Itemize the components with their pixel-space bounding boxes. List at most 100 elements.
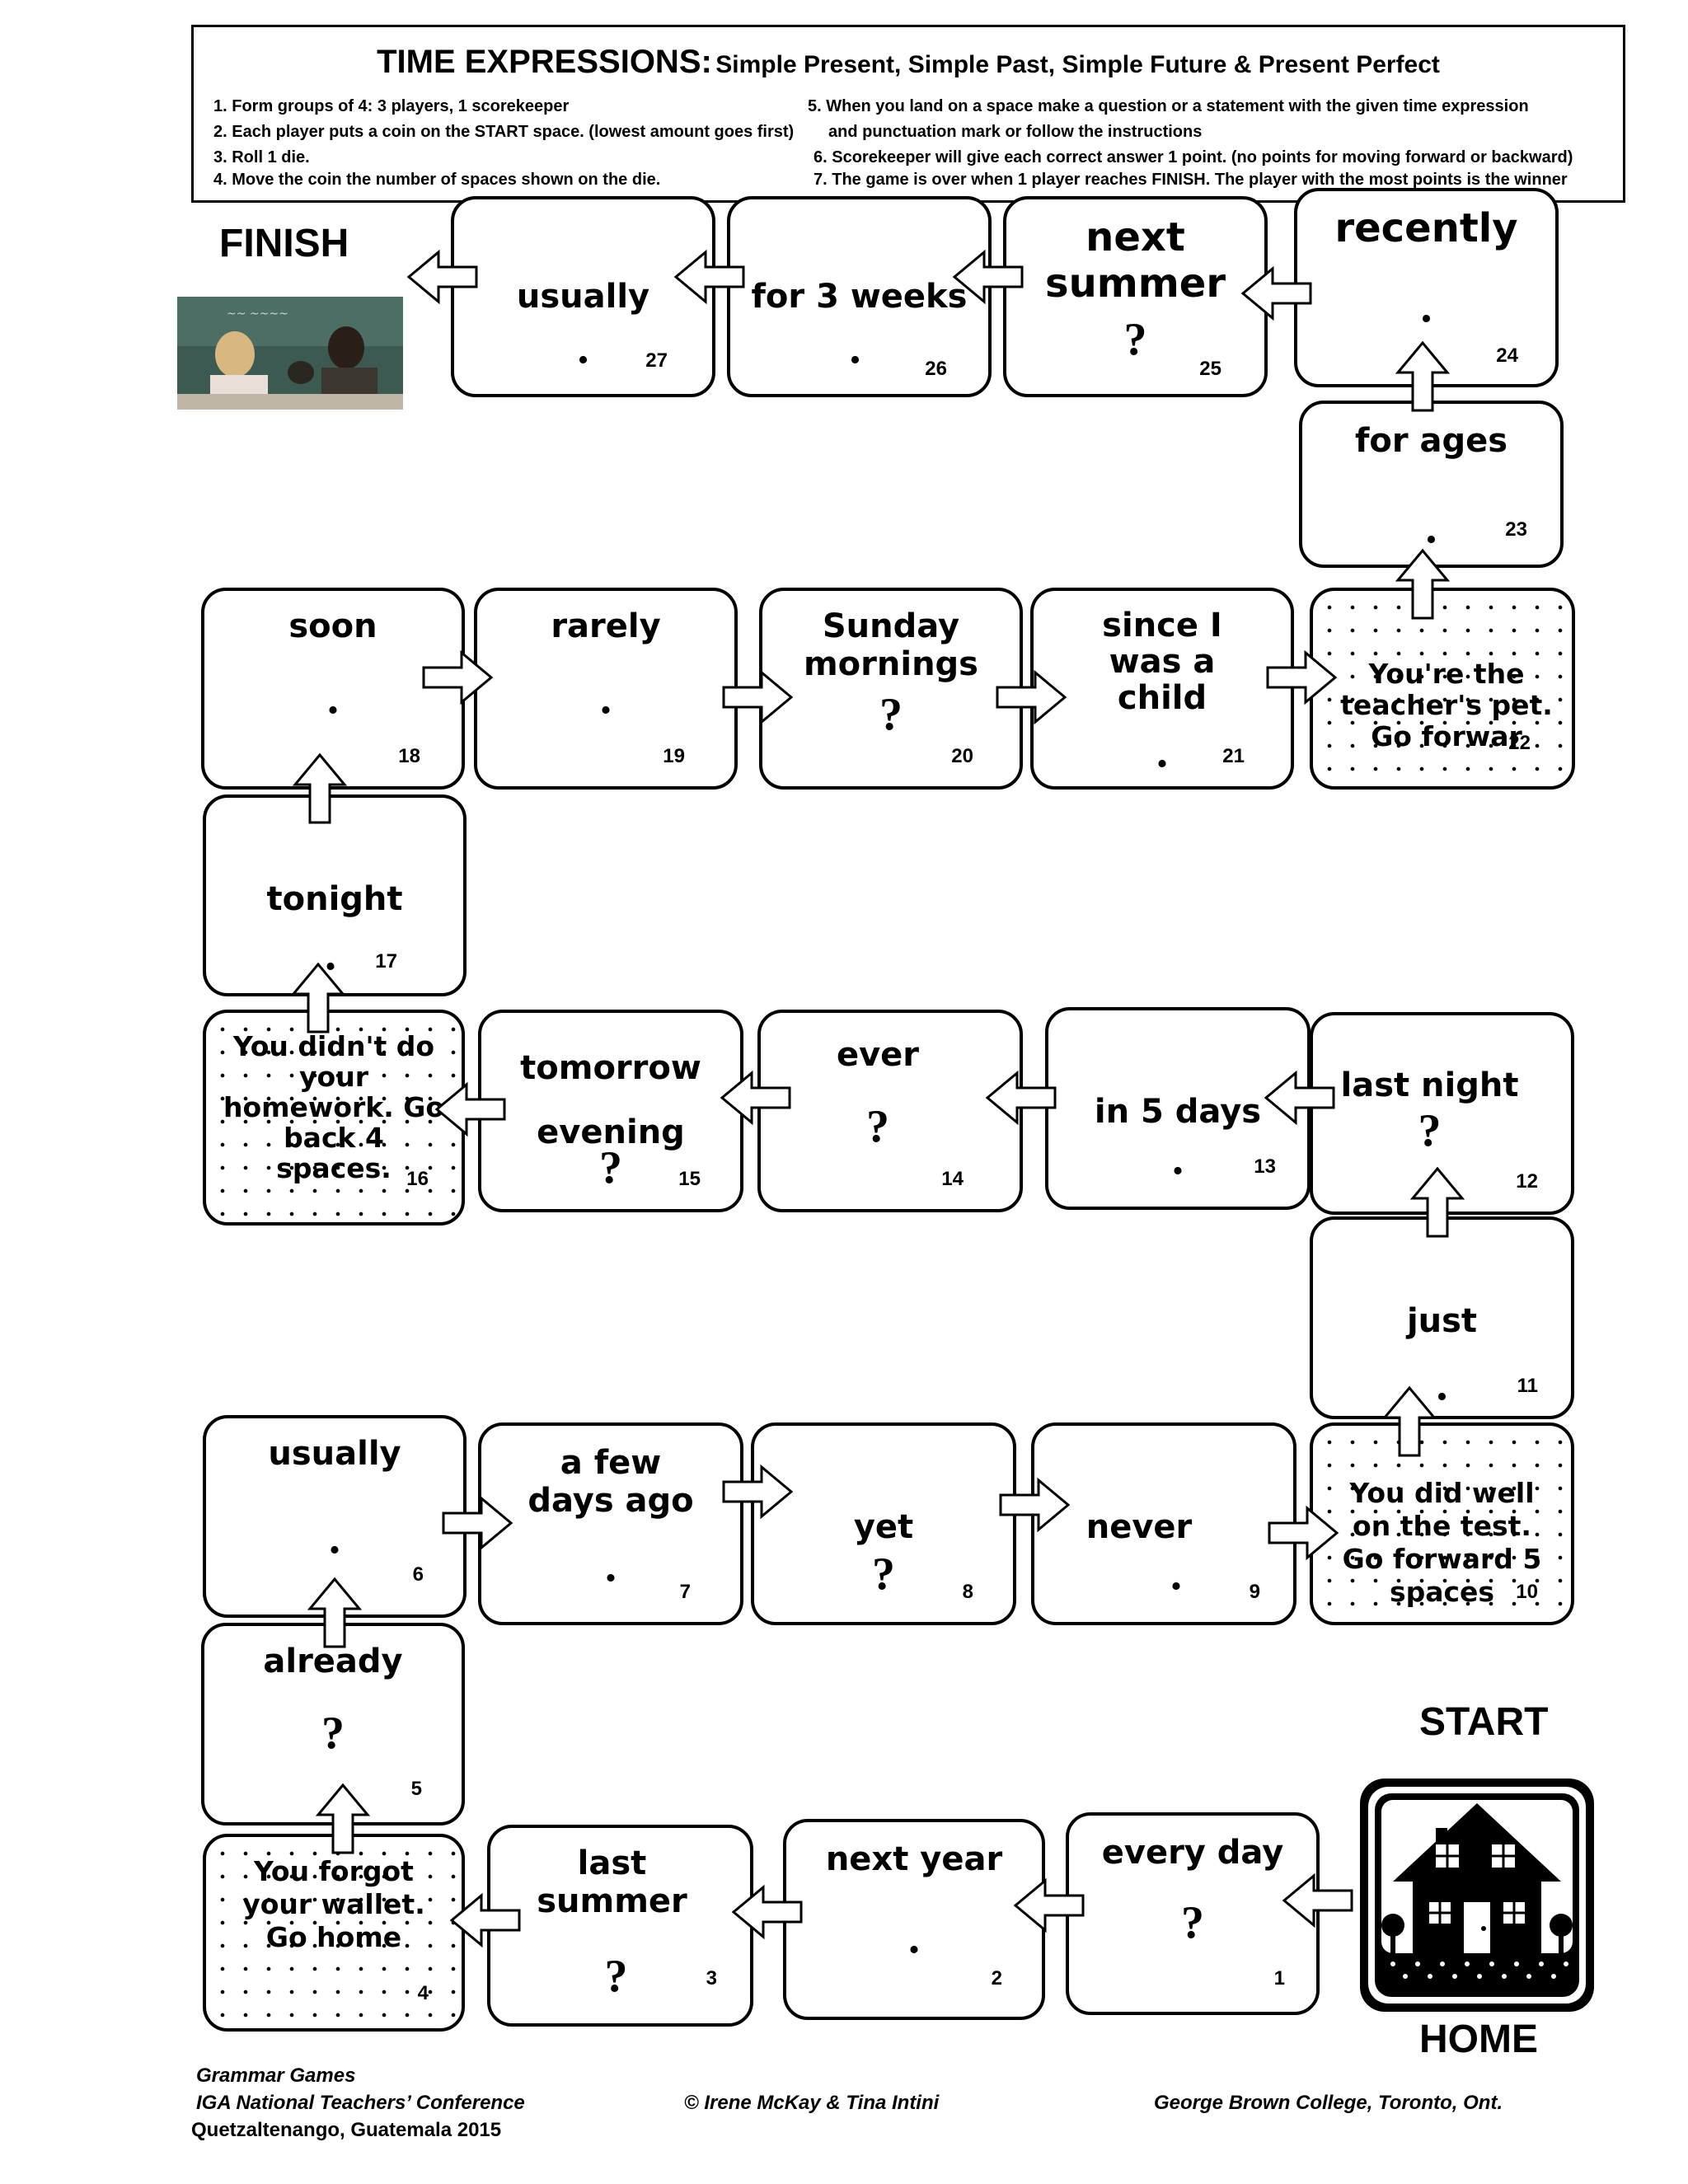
square-16[interactable]: You didn't do your homework. Go back 4 s… xyxy=(203,1010,465,1226)
square-label: tonight xyxy=(266,880,403,918)
square-number: 5 xyxy=(410,1778,422,1800)
rule-7: 7. The game is over when 1 player reache… xyxy=(814,171,1568,189)
square-label: tomorrow evening xyxy=(520,1049,701,1151)
square-24[interactable]: recently . 24 xyxy=(1294,188,1559,387)
square-number: 24 xyxy=(1496,344,1518,367)
square-label: You're the teacher's pet. Go forwar xyxy=(1340,658,1553,752)
square-6[interactable]: usually . 6 xyxy=(203,1415,467,1618)
square-25[interactable]: next summer ? 25 xyxy=(1003,196,1268,397)
punctuation-mark: ? xyxy=(1418,1105,1442,1156)
footer-college: George Brown College, Toronto, Ont. xyxy=(1154,2092,1503,2114)
square-number: 3 xyxy=(706,1967,717,1990)
square-number: 2 xyxy=(991,1967,1002,1990)
punctuation-mark: . xyxy=(1420,281,1432,332)
square-26[interactable]: for 3 weeks . 26 xyxy=(727,196,992,397)
rule-1: 1. Form groups of 4: 3 players, 1 scorek… xyxy=(213,97,570,115)
square-label: a few days ago xyxy=(528,1444,694,1520)
square-label: next summer xyxy=(1045,214,1226,307)
square-13[interactable]: in 5 days . 13 xyxy=(1045,1007,1311,1210)
rule-4: 4. Move the coin the number of spaces sh… xyxy=(213,171,661,189)
finish-label: FINISH xyxy=(219,222,349,265)
square-12[interactable]: last night ? 12 xyxy=(1310,1012,1574,1215)
square-number: 26 xyxy=(925,358,947,380)
square-label: since I was a child xyxy=(1102,607,1222,717)
square-number: 25 xyxy=(1199,358,1221,380)
punctuation-mark: ? xyxy=(879,689,903,740)
square-label: for 3 weeks xyxy=(751,278,968,316)
square-18[interactable]: soon . 18 xyxy=(201,588,465,790)
square-number: 21 xyxy=(1222,745,1245,767)
punctuation-mark: . xyxy=(1172,1133,1184,1184)
punctuation-mark: ? xyxy=(872,1549,895,1600)
punctuation-mark: ? xyxy=(599,1142,622,1193)
square-number: 27 xyxy=(645,349,668,372)
square-number: 13 xyxy=(1254,1155,1276,1178)
square-number: 4 xyxy=(417,1982,429,2004)
square-14[interactable]: ever ? 14 xyxy=(757,1010,1023,1212)
square-23[interactable]: for ages . 23 xyxy=(1299,401,1564,568)
rule-5-cont: and punctuation mark or follow the instr… xyxy=(828,123,1203,141)
punctuation-mark: ? xyxy=(604,1951,628,2002)
start-label: START xyxy=(1419,1700,1549,1744)
square-7[interactable]: a few days ago . 7 xyxy=(478,1422,743,1625)
punctuation-mark: . xyxy=(605,1540,617,1591)
square-number: 12 xyxy=(1516,1170,1538,1193)
square-number: 10 xyxy=(1516,1581,1538,1603)
square-label: recently xyxy=(1334,205,1518,251)
square-8[interactable]: yet ? 8 xyxy=(751,1422,1016,1625)
square-label: usually xyxy=(268,1435,401,1473)
square-4[interactable]: You forgot your wallet. Go home 4 xyxy=(203,1834,465,2032)
square-1[interactable]: every day ? 1 xyxy=(1066,1812,1320,2015)
punctuation-mark: . xyxy=(849,322,861,373)
punctuation-mark: ? xyxy=(866,1101,889,1152)
square-label: last night xyxy=(1340,1066,1519,1104)
square-27[interactable]: usually . 27 xyxy=(451,196,715,397)
square-label: soon xyxy=(288,607,377,645)
square-20[interactable]: Sunday mornings ? 20 xyxy=(759,588,1023,790)
punctuation-mark: . xyxy=(1436,1359,1448,1410)
classroom-photo: ~~ ~~~~ xyxy=(177,297,403,410)
square-label: yet xyxy=(853,1508,914,1546)
square-2[interactable]: next year . 2 xyxy=(783,1819,1045,2020)
square-11[interactable]: just . 11 xyxy=(1310,1216,1574,1419)
square-17[interactable]: tonight . 17 xyxy=(203,794,467,996)
square-label: You forgot your wallet. Go home xyxy=(242,1855,425,1953)
square-label: last summer xyxy=(537,1844,687,1920)
home-label: HOME xyxy=(1419,2018,1538,2061)
square-3[interactable]: last summer ? 3 xyxy=(487,1825,753,2027)
rule-2: 2. Each player puts a coin on the START … xyxy=(213,123,795,141)
title-main: TIME EXPRESSIONS: xyxy=(377,44,712,80)
punctuation-mark: . xyxy=(1425,502,1437,553)
square-15[interactable]: tomorrow evening ? 15 xyxy=(478,1010,743,1212)
square-number: 9 xyxy=(1249,1581,1260,1603)
rule-5: 5. When you land on a space make a quest… xyxy=(808,97,1529,115)
square-label: rarely xyxy=(551,607,661,645)
square-22[interactable]: You're the teacher's pet. Go forwar 22 xyxy=(1310,588,1575,790)
square-label: next year xyxy=(825,1840,1003,1878)
footer-copyright: © Irene McKay & Tina Intini xyxy=(684,2092,940,2114)
square-number: 20 xyxy=(951,745,973,767)
square-10[interactable]: You did well on the test. Go forward 5 s… xyxy=(1310,1422,1574,1625)
square-label: Sunday mornings xyxy=(804,607,978,683)
footer-conference: IGA National Teachers’ Conference xyxy=(196,2092,525,2114)
square-label: every day xyxy=(1101,1834,1284,1872)
punctuation-mark: ? xyxy=(321,1708,345,1759)
square-label: usually xyxy=(516,278,650,316)
square-9[interactable]: never . 9 xyxy=(1031,1422,1296,1625)
square-21[interactable]: since I was a child . 21 xyxy=(1030,588,1294,790)
square-number: 22 xyxy=(1508,732,1531,754)
footer-series: Grammar Games xyxy=(196,2064,356,2087)
punctuation-mark: . xyxy=(327,673,339,724)
rule-6: 6. Scorekeeper will give each correct an… xyxy=(814,148,1573,166)
square-number: 11 xyxy=(1517,1375,1538,1397)
square-label: You didn't do your homework. Go back 4 s… xyxy=(223,1030,445,1184)
square-number: 1 xyxy=(1273,1967,1285,1990)
punctuation-mark: . xyxy=(1156,726,1168,777)
square-5[interactable]: already ? 5 xyxy=(201,1623,465,1825)
square-label: You did well on the test. Go forward 5 s… xyxy=(1342,1477,1542,1608)
punctuation-mark: . xyxy=(329,1512,340,1563)
footer-location: Quetzaltenango, Guatemala 2015 xyxy=(191,2119,502,2141)
square-19[interactable]: rarely . 19 xyxy=(474,588,738,790)
page-title: TIME EXPRESSIONS: Simple Present, Simple… xyxy=(194,44,1623,81)
punctuation-mark: ? xyxy=(1181,1897,1204,1948)
